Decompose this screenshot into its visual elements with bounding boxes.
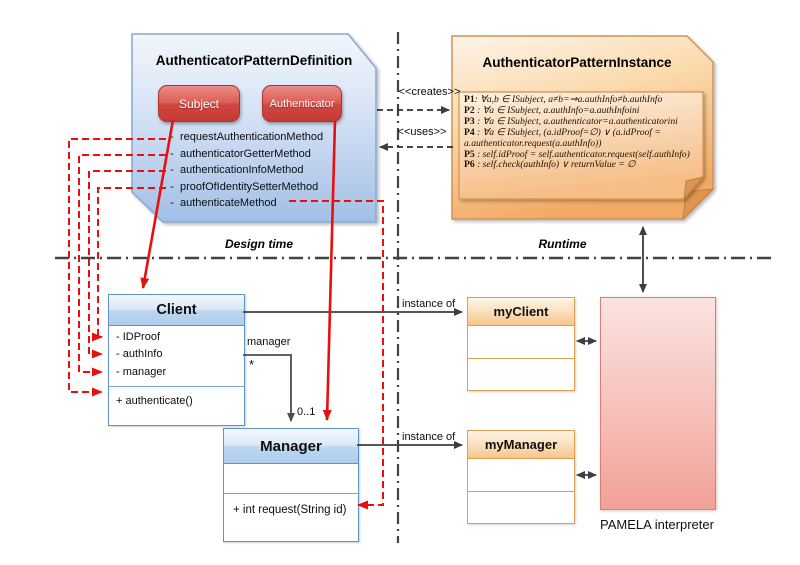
pamela-interpreter-label: PAMELA interpreter — [600, 517, 714, 532]
bullet: - — [170, 181, 174, 193]
myclient-section-1 — [468, 326, 574, 359]
star-multiplicity-label: * — [249, 357, 255, 372]
definition-method-proof-of-identity-setter: - proofOfIdentitySetterMethod — [170, 181, 319, 193]
client-methods: + authenticate() — [109, 387, 244, 425]
instance-spec-note-fold — [683, 176, 705, 201]
client-class-name: Client — [109, 295, 244, 326]
mymanager-name: myManager — [468, 431, 574, 459]
manager-methods: + int request(String id) — [224, 494, 358, 541]
bullet: - — [170, 164, 174, 176]
manager-attributes — [224, 464, 358, 494]
definition-method-authenticator-getter: - authenticatorGetterMethod — [170, 148, 311, 160]
manager-class: Manager + int request(String id) — [223, 428, 359, 542]
design-time-label: Design time — [224, 237, 293, 251]
multiplicity-0-1-label: 0..1 — [297, 406, 316, 418]
authenticator-button: Authenticator — [262, 85, 342, 122]
client-method-authenticate: + authenticate() — [116, 395, 193, 407]
spec-line-p4: P4 : ∀a ∈ ISubject, (a.idProof=∅) ∨ (a.i… — [464, 126, 661, 149]
uses-stereotype-label: <<uses>> — [397, 126, 447, 138]
instance-shape-fold — [682, 188, 715, 221]
subject-to-client-arrow — [140, 119, 175, 289]
instance-of-client-label: instance of — [402, 298, 456, 310]
subject-button: Subject — [158, 85, 240, 122]
runtime-label: Runtime — [538, 237, 587, 251]
spec-line-p2: P2 : ∀a ∈ ISubject, a.authInfo=a.authInf… — [464, 104, 640, 116]
spec-line-p6: P6 : self.check(authInfo) ∨ returnValue … — [464, 159, 636, 171]
spec-line-p3: P3 : ∀a ∈ ISubject, a.authenticator=a.au… — [464, 115, 678, 127]
client-class: Client - IDProof - authInfo - manager + … — [108, 294, 245, 426]
client-attributes: - IDProof - authInfo - manager — [109, 326, 244, 387]
manager-role-label: manager — [247, 336, 291, 348]
myclient-instance: myClient — [467, 297, 575, 391]
myclient-name: myClient — [468, 298, 574, 326]
mymanager-section-1 — [468, 459, 574, 492]
bullet: - — [170, 131, 174, 143]
mymanager-section-2 — [468, 492, 574, 523]
manager-class-name: Manager — [224, 429, 358, 464]
definition-method-authentication-info: - authenticationInfoMethod — [170, 164, 304, 176]
authenticator-to-manager-arrow — [322, 120, 337, 421]
definition-method-authenticate: - authenticateMethod — [170, 197, 277, 209]
pamela-interpreter-box — [600, 297, 716, 510]
client-attr-authinfo: - authInfo — [116, 348, 163, 361]
creates-stereotype-label: <<creates>> — [398, 86, 461, 98]
myclient-section-2 — [468, 359, 574, 390]
instance-title: AuthenticatorPatternInstance — [482, 55, 672, 70]
instance-of-manager-label: instance of — [402, 431, 456, 443]
mymanager-instance: myManager — [467, 430, 575, 524]
spec-line-p1: P1: ∀a,b ∈ ISubject, a≠b=⇒a.authInfo≠b.a… — [464, 94, 663, 105]
definition-method-request-authentication: - requestAuthenticationMethod — [170, 131, 324, 143]
client-attr-idproof: - IDProof — [116, 331, 161, 343]
bullet: - — [170, 148, 174, 160]
manager-method-request: + int request(String id) — [233, 504, 347, 516]
instance-spec-list: P1: ∀a,b ∈ ISubject, a≠b=⇒a.authInfo≠b.a… — [464, 94, 698, 171]
spec-line-p5: P5 : self.idProof = self.authenticator.r… — [464, 148, 690, 160]
definition-title: AuthenticatorPatternDefinition — [155, 53, 353, 68]
client-attr-manager: - manager — [116, 365, 167, 378]
bullet: - — [170, 197, 174, 209]
